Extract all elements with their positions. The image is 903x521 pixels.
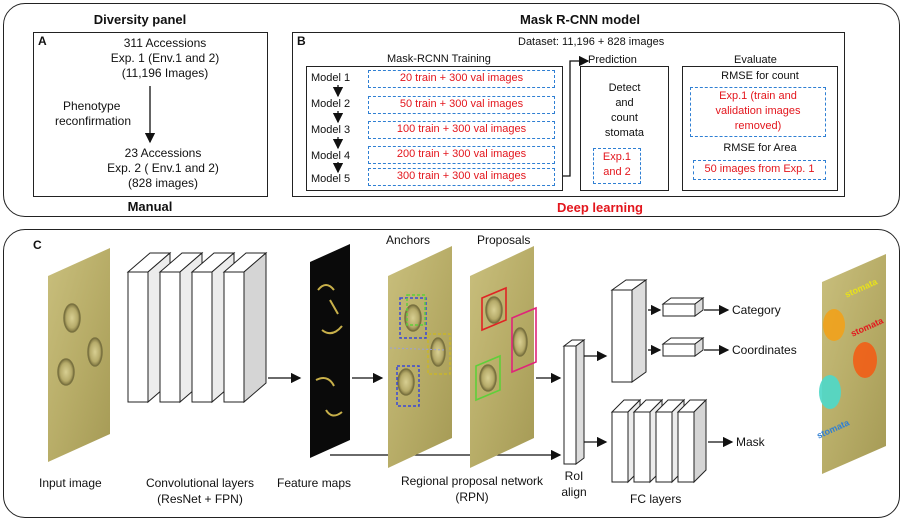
panel-b-letter: B xyxy=(297,34,306,48)
step1-line2: Exp. 1 (Env.1 and 2) xyxy=(110,51,220,65)
top-panel xyxy=(3,3,900,217)
anchors-label: Anchors xyxy=(386,233,431,247)
evaluate-title: Evaluate xyxy=(734,54,777,66)
rpn-label-1: Regional proposal network xyxy=(400,474,544,488)
conv-label-1: Convolutional layers xyxy=(145,476,255,490)
diversity-panel-heading: Diversity panel xyxy=(93,12,187,27)
panel-c-letter: C xyxy=(33,238,42,252)
prediction-exp-2: and 2 xyxy=(603,166,631,178)
side-label-line2: reconfirmation xyxy=(55,114,132,128)
roi-label-1: RoI xyxy=(564,469,584,483)
model-5-label: Model 5 xyxy=(311,173,351,185)
output-image xyxy=(819,254,886,474)
model-2-label: Model 2 xyxy=(311,98,351,110)
model-5-data: 300 train + 300 val images xyxy=(396,170,527,182)
prediction-text-3: count xyxy=(611,112,638,124)
step1-line1: 311 Accessions xyxy=(123,36,207,50)
output-mask-label: Mask xyxy=(736,435,765,449)
prediction-text-2: and xyxy=(615,97,634,109)
conv-label-2: (ResNet + FPN) xyxy=(157,492,243,506)
prediction-title: Prediction xyxy=(588,54,637,66)
anchors-image xyxy=(388,246,452,468)
bottom-panel xyxy=(3,229,900,518)
panel-a-letter: A xyxy=(38,34,47,48)
roi-align-block xyxy=(562,339,586,465)
model-5-data-box xyxy=(368,168,555,186)
deep-learning-footer: Deep learning xyxy=(557,200,643,215)
training-to-prediction-arrow xyxy=(563,55,590,177)
fc-top-block xyxy=(610,279,648,383)
step1-line3: (11,196 Images) xyxy=(121,66,209,80)
mask-rcnn-heading: Mask R-CNN model xyxy=(520,12,640,27)
coordinates-box xyxy=(661,337,705,357)
prediction-exp-1: Exp.1 xyxy=(602,151,632,163)
rmse-count-data-box xyxy=(690,87,826,137)
model-4-label: Model 4 xyxy=(311,150,351,162)
rmse-count-data-2: validation images xyxy=(715,105,801,117)
fc-layers-label: FC layers xyxy=(630,492,682,506)
model-1-data: 20 train + 300 val images xyxy=(399,72,524,84)
roi-label-2: align xyxy=(561,485,587,499)
proposals-image xyxy=(470,246,537,468)
dataset-label: Dataset: 11,196 + 828 images xyxy=(518,36,665,48)
side-label-line1: Phenotype xyxy=(63,99,121,113)
rmse-count-data-1: Exp.1 (train and xyxy=(719,90,797,102)
input-image xyxy=(48,248,110,462)
model-3-label: Model 3 xyxy=(311,124,351,136)
model-1-data-box xyxy=(368,70,555,88)
model-1-label: Model 1 xyxy=(311,72,351,84)
fc-layers-block xyxy=(610,398,708,484)
output-coordinates-label: Coordinates xyxy=(732,343,797,357)
model-3-data: 100 train + 300 val images xyxy=(396,123,527,135)
manual-footer: Manual xyxy=(127,199,173,214)
step2-line2: Exp. 2 ( Env.1 and 2) xyxy=(107,161,219,175)
model-4-data: 200 train + 300 val images xyxy=(396,148,527,160)
conv-layers xyxy=(126,251,268,404)
model-2-data-box xyxy=(368,96,555,114)
feature-maps-label: Feature maps xyxy=(277,476,352,490)
step2-line3: (828 images) xyxy=(127,176,199,190)
output-category-label: Category xyxy=(732,303,781,317)
model-2-data: 50 train + 300 val images xyxy=(399,98,524,110)
prediction-exp-box xyxy=(593,148,641,184)
rmse-area-data-box xyxy=(693,160,826,180)
input-image-label: Input image xyxy=(39,476,102,490)
model-3-data-box xyxy=(368,121,555,139)
training-title: Mask-RCNN Training xyxy=(387,53,491,65)
rmse-count-data-3: removed) xyxy=(734,120,782,132)
rmse-count-label: RMSE for count xyxy=(721,70,799,82)
step2-line1: 23 Accessions xyxy=(124,146,202,160)
prediction-text-4: stomata xyxy=(604,127,645,139)
model-4-data-box xyxy=(368,146,555,164)
rpn-label-2: (RPN) xyxy=(455,490,489,504)
rmse-area-label: RMSE for Area xyxy=(723,142,797,154)
proposals-label: Proposals xyxy=(477,233,531,247)
feature-maps xyxy=(310,244,350,458)
rmse-area-data: 50 images from Exp. 1 xyxy=(704,163,815,175)
prediction-text-1: Detect xyxy=(608,82,641,94)
category-box xyxy=(661,297,705,317)
